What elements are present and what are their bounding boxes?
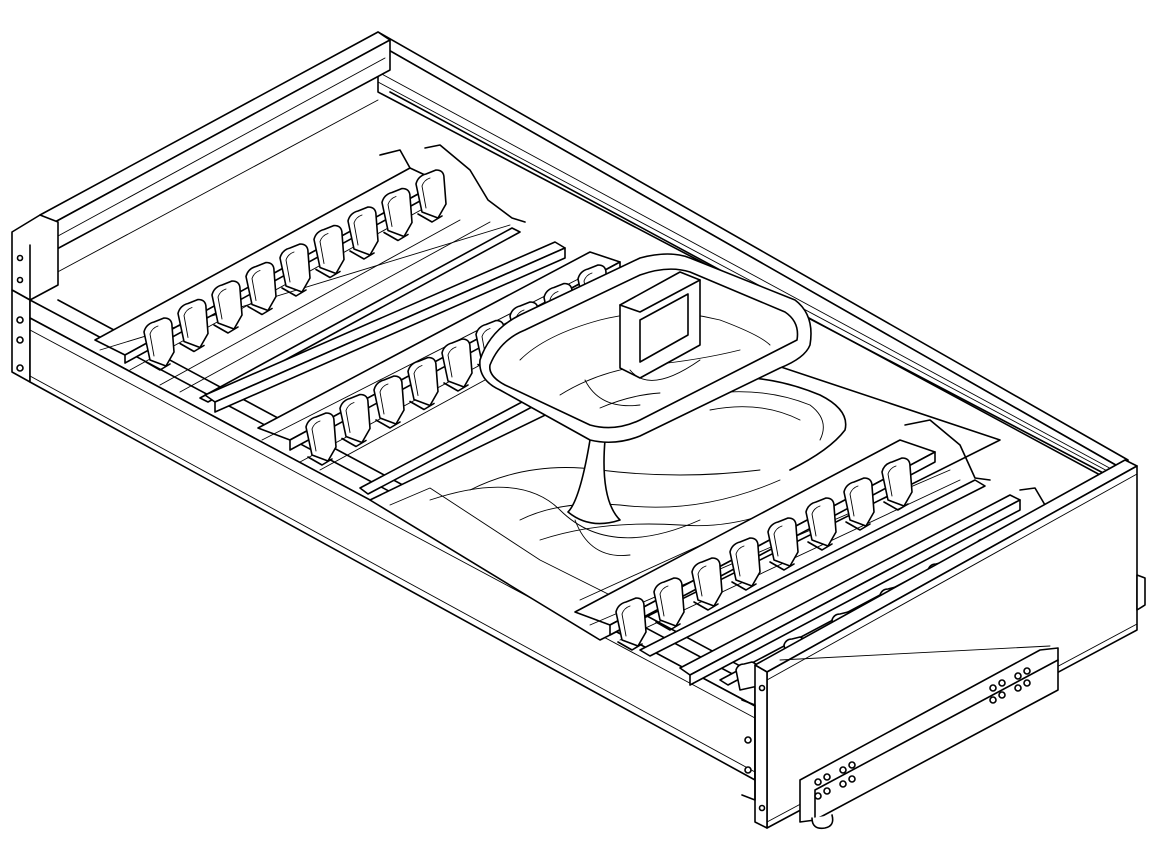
left-rack: [94, 144, 526, 403]
left-rack-tine: [177, 298, 209, 353]
right-rack: [574, 419, 991, 657]
right-rack-tine: [691, 557, 723, 611]
runner-holes-left: [814, 761, 856, 800]
middle-rack-tine: [373, 375, 405, 429]
middle-rack-tine: [305, 412, 337, 466]
right-rack-tine: [653, 577, 685, 631]
right-rack-tine: [767, 517, 799, 571]
right-rack-tine: [881, 457, 913, 511]
left-rack-tine: [143, 317, 175, 371]
drawer-left-end-cap: [11, 214, 59, 383]
divider-rail-left: [204, 241, 566, 413]
right-rack-tine: [729, 537, 761, 591]
runner-bracket: [779, 645, 1059, 830]
middle-rack-tine: [441, 338, 473, 392]
left-rack-tine: [211, 280, 243, 334]
middle-rack-tine: [339, 393, 371, 448]
left-rack-tine: [279, 243, 311, 297]
right-rack-tine: [843, 477, 875, 531]
divider-rail-right: [679, 494, 1021, 686]
runner-holes-right: [989, 667, 1031, 704]
left-rack-tine: [347, 206, 379, 260]
lid-holder: [479, 253, 812, 557]
left-rack-tine: [245, 261, 277, 316]
right-rack-tine: [615, 597, 647, 651]
left-rack-tine: [381, 187, 413, 242]
drawer-front-panel: [741, 459, 1146, 829]
lid-holder-handle: [619, 271, 701, 381]
left-rack-tine: [313, 224, 345, 279]
left-rack-tine: [415, 169, 447, 223]
drawer-back-wall: [377, 31, 1129, 487]
middle-rack-tine: [407, 356, 439, 411]
right-rack-tines: [615, 457, 913, 651]
right-rack-tine: [805, 497, 837, 551]
left-rack-tines: [143, 169, 447, 371]
